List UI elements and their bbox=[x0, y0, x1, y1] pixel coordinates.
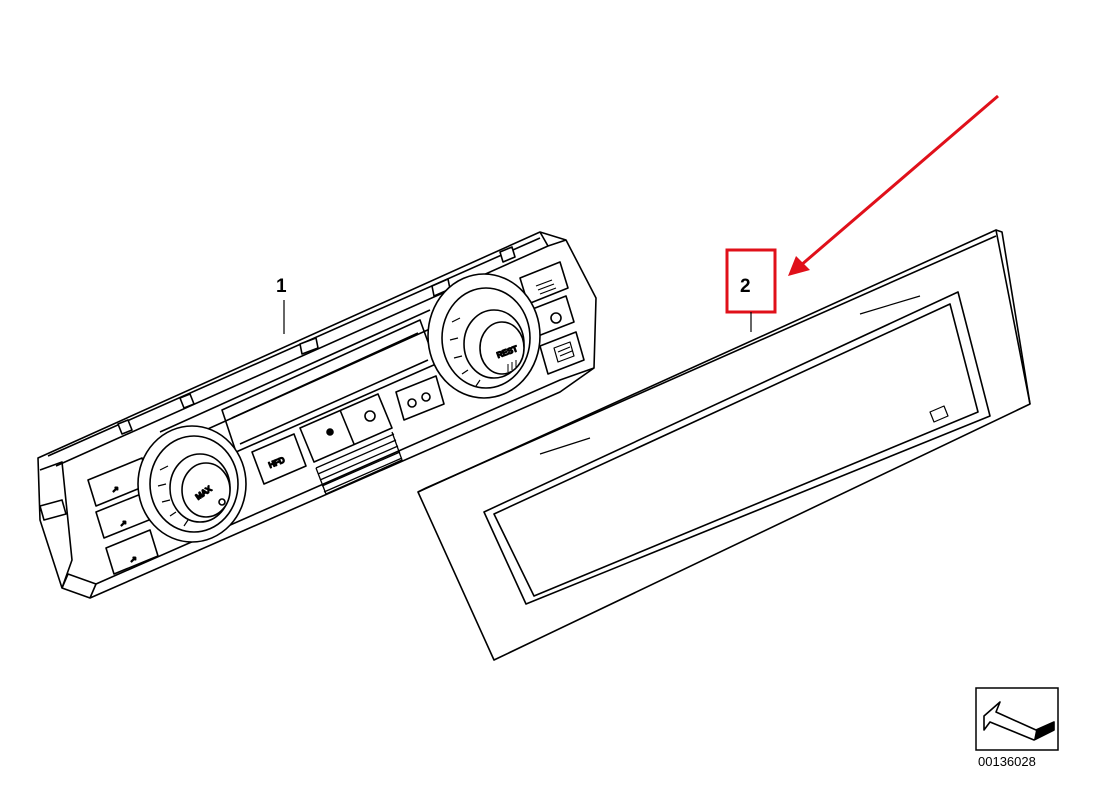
panel-top-clips bbox=[117, 246, 516, 435]
ac-button bbox=[395, 375, 445, 421]
airflow-icon-3: ↗ bbox=[130, 555, 137, 564]
recirculation-icon bbox=[550, 312, 562, 324]
ac-icon bbox=[407, 398, 417, 408]
red-pointer-arrow-icon bbox=[788, 94, 999, 276]
callout-part-1: 1 bbox=[276, 276, 287, 297]
defrost-rear-icon bbox=[553, 341, 575, 363]
frame-inner-lip bbox=[493, 303, 979, 597]
left-button-3 bbox=[105, 529, 159, 575]
reference-badge: 00136028 bbox=[975, 687, 1059, 769]
right-knob-heat-icon bbox=[507, 360, 517, 372]
display-upper-strip bbox=[159, 309, 433, 447]
right-button-3 bbox=[539, 331, 585, 375]
recirc-button bbox=[251, 433, 307, 485]
frame-opening bbox=[483, 291, 991, 605]
climate-control-panel: HFD ↗ ↗ ↗ MAX bbox=[37, 231, 597, 599]
left-knob-fan-icon bbox=[218, 498, 226, 506]
right-temperature-knob: REST bbox=[427, 273, 541, 399]
trim-frame bbox=[417, 229, 1031, 661]
defrost-front-icon bbox=[535, 279, 557, 295]
fan-button-divider bbox=[339, 409, 355, 445]
airflow-icon-1: ↗ bbox=[112, 485, 119, 494]
reference-number: 00136028 bbox=[978, 754, 1036, 769]
airflow-icon-2: ↗ bbox=[120, 519, 127, 528]
fan-low-icon bbox=[326, 428, 334, 436]
auto-icon bbox=[421, 392, 431, 402]
frame-outer-edge bbox=[417, 229, 1031, 493]
orientation-arrow-shadow bbox=[1034, 722, 1054, 740]
vent-grille bbox=[315, 431, 403, 495]
left-temperature-knob: MAX bbox=[137, 425, 247, 543]
frame-clip bbox=[929, 405, 949, 423]
frame-top-lip-detail bbox=[539, 295, 921, 455]
panel-side-connector bbox=[39, 499, 67, 521]
fan-high-icon bbox=[364, 410, 376, 422]
callout-highlight-box bbox=[725, 248, 777, 314]
callout-part-2: 2 bbox=[740, 276, 751, 297]
panel-side-bracket bbox=[39, 461, 73, 589]
